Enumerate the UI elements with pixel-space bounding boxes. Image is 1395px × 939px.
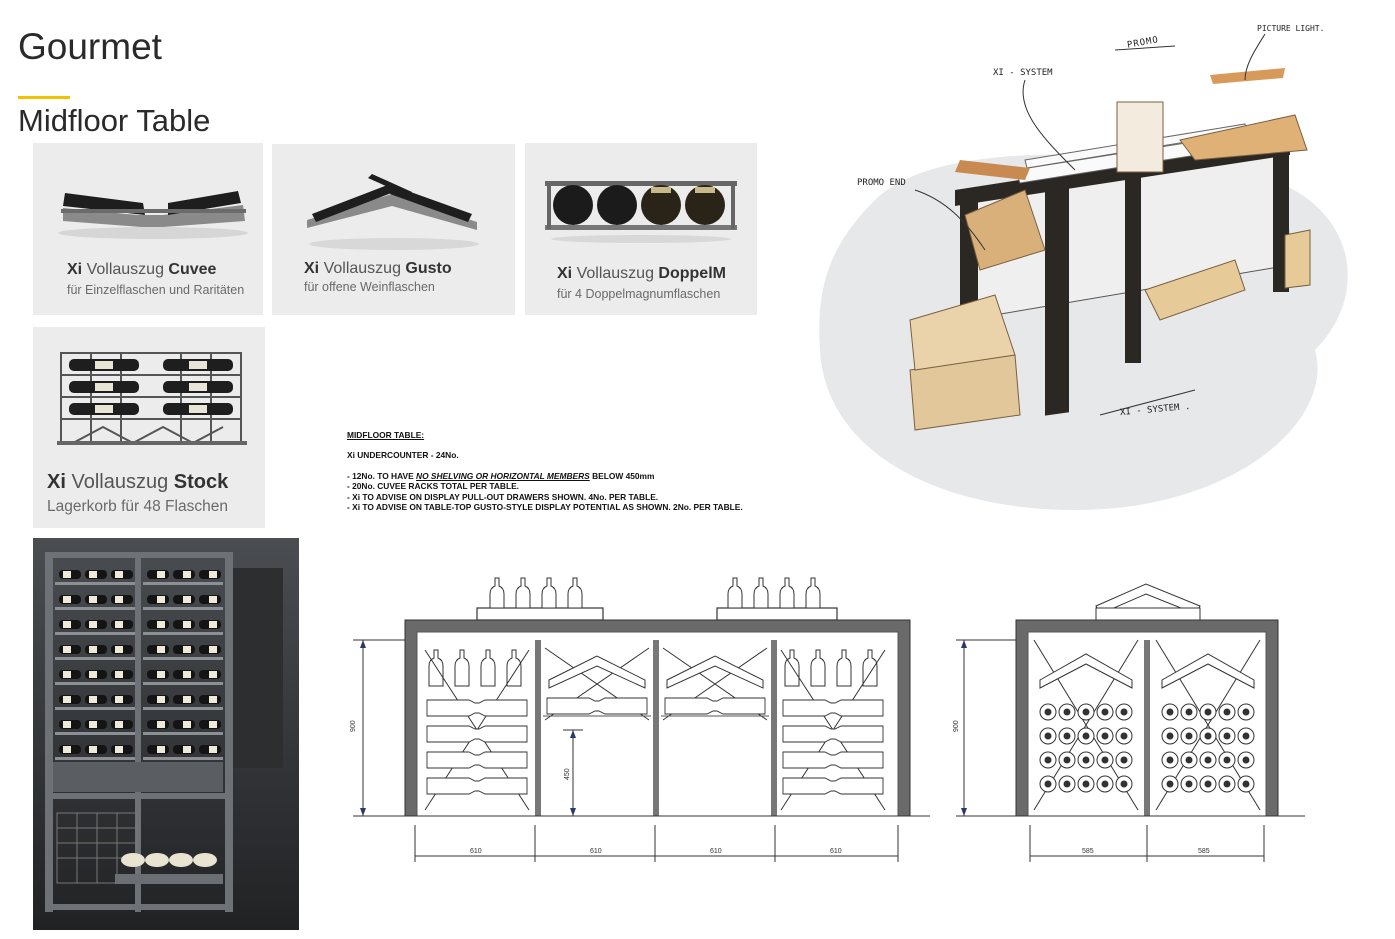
- product-card-gusto: Xi Vollauszug Gusto für offene Weinflasc…: [272, 144, 515, 315]
- product-description: für 4 Doppelmagnumflaschen: [557, 287, 721, 301]
- notes-line-3: - Xi TO ADVISE ON DISPLAY PULL-OUT DRAWE…: [347, 491, 659, 502]
- bottle-icon: [489, 577, 505, 609]
- bottle-icon: [753, 577, 769, 609]
- bottle-icon: [782, 777, 884, 795]
- side-bay: [1033, 639, 1139, 811]
- front-height-label: 900: [350, 720, 357, 732]
- bottle-icon: [1161, 653, 1255, 689]
- front-width-label: 610: [590, 848, 602, 855]
- bottle-icon: [836, 649, 852, 687]
- front-divider-posts: [535, 640, 777, 816]
- concept-sketch: PROMO PICTURE LIGHT. XI - SYSTEM PROMO E…: [815, 20, 1385, 515]
- notes-line-4: - Xi TO ADVISE ON TABLE-TOP GUSTO-STYLE …: [347, 502, 743, 513]
- notes-heading: MIDFLOOR TABLE:: [347, 430, 425, 440]
- wine-cabinet-photo: [33, 538, 299, 930]
- bottle-icon: [428, 649, 444, 687]
- bottle-icon: [782, 699, 884, 717]
- product-description: Lagerkorb für 48 Flaschen: [47, 498, 228, 515]
- gusto-drawer-image: [307, 174, 479, 250]
- bottle-icon: [546, 697, 648, 715]
- front-bay-gusto: [543, 647, 651, 721]
- side-width-label: 585: [1082, 848, 1094, 855]
- front-width-label: 610: [830, 848, 842, 855]
- side-bay: [1155, 639, 1261, 811]
- bottle-icon: [782, 751, 884, 769]
- bottle-icon: [515, 577, 531, 609]
- bottle-icon: [506, 649, 522, 687]
- sketch-label-xi-system-top: XI - SYSTEM: [993, 68, 1053, 78]
- notes-line-1: - 12No. TO HAVE NO SHELVING OR HORIZONTA…: [347, 470, 655, 481]
- notes-line-2: - 20No. CUVEE RACKS TOTAL PER TABLE.: [347, 481, 520, 492]
- wine-cabinet-illustration: [33, 538, 299, 930]
- product-description: für offene Weinflaschen: [304, 280, 435, 294]
- bottle-icon: [666, 655, 764, 689]
- bottle-icon: [664, 697, 766, 715]
- bottle-icon: [805, 577, 821, 609]
- bottle-icon: [779, 577, 795, 609]
- notes-undercounter: Xi UNDERCOUNTER - 24No.: [347, 450, 459, 461]
- product-name: Xi Vollauszug Stock: [47, 471, 229, 493]
- product-name: Xi Vollauszug Gusto: [304, 260, 452, 277]
- midfloor-table-notes: MIDFLOOR TABLE: Xi UNDERCOUNTER - 24No. …: [347, 430, 743, 512]
- bottle-rows: [55, 570, 223, 760]
- side-elevation-drawing: 900 585 585: [953, 583, 1305, 862]
- bottle-icon: [426, 699, 528, 717]
- front-bays: [424, 647, 886, 811]
- product-description: für Einzelflaschen und Raritäten: [67, 283, 245, 297]
- side-bays: [1033, 639, 1261, 811]
- product-card-doppelm: Xi Vollauszug DoppelM für 4 Doppelmagnum…: [525, 143, 757, 315]
- sketch-label-promo-end: PROMO END: [857, 178, 906, 188]
- product-card-stock: Xi Vollauszug Stock Lagerkorb für 48 Fla…: [33, 327, 265, 528]
- bottle-icon: [548, 655, 646, 689]
- top-bottles-right: [727, 577, 821, 609]
- front-width-label: 610: [710, 848, 722, 855]
- bottle-icon: [541, 577, 557, 609]
- doppelm-drawer-image: [545, 181, 737, 243]
- bottle-icon: [426, 725, 528, 743]
- bottle-icon: [426, 777, 528, 795]
- front-inner-height-label: 450: [564, 768, 571, 780]
- bottle-icon: [784, 649, 800, 687]
- bottle-icon: [727, 577, 743, 609]
- page-subtitle: Midfloor Table: [18, 103, 211, 138]
- front-elevation-drawing: 900 450 610 610 610 610: [350, 577, 930, 862]
- front-bay-cuvee: [424, 649, 530, 811]
- sketch-label-picture-light: PICTURE LIGHT.: [1257, 24, 1325, 33]
- page-title: Gourmet: [18, 26, 162, 67]
- bottle-icon: [782, 725, 884, 743]
- front-width-label: 610: [470, 848, 482, 855]
- product-name: Xi Vollauszug DoppelM: [557, 265, 726, 282]
- side-height-label: 900: [953, 720, 960, 732]
- product-name: Xi Vollauszug Cuvee: [67, 261, 217, 278]
- bottle-icon: [862, 649, 878, 687]
- front-bay-cuvee: [780, 649, 886, 811]
- bottle-icon: [1039, 653, 1133, 689]
- top-bottles-left: [489, 577, 583, 609]
- product-card-cuvee: Xi Vollauszug Cuvee für Einzelflaschen u…: [33, 143, 263, 315]
- front-bay-gusto: [661, 647, 769, 721]
- bottle-icon: [810, 649, 826, 687]
- bottle-icon: [454, 649, 470, 687]
- side-width-label: 585: [1198, 848, 1210, 855]
- bottle-icon: [426, 751, 528, 769]
- cuvee-drawer-image: [58, 191, 248, 239]
- stock-basket-image: [57, 352, 247, 445]
- bottle-icon: [567, 577, 583, 609]
- bottle-icon: [480, 649, 496, 687]
- concept-sketch-drawing: [819, 33, 1348, 510]
- title-accent-bar: [18, 96, 70, 99]
